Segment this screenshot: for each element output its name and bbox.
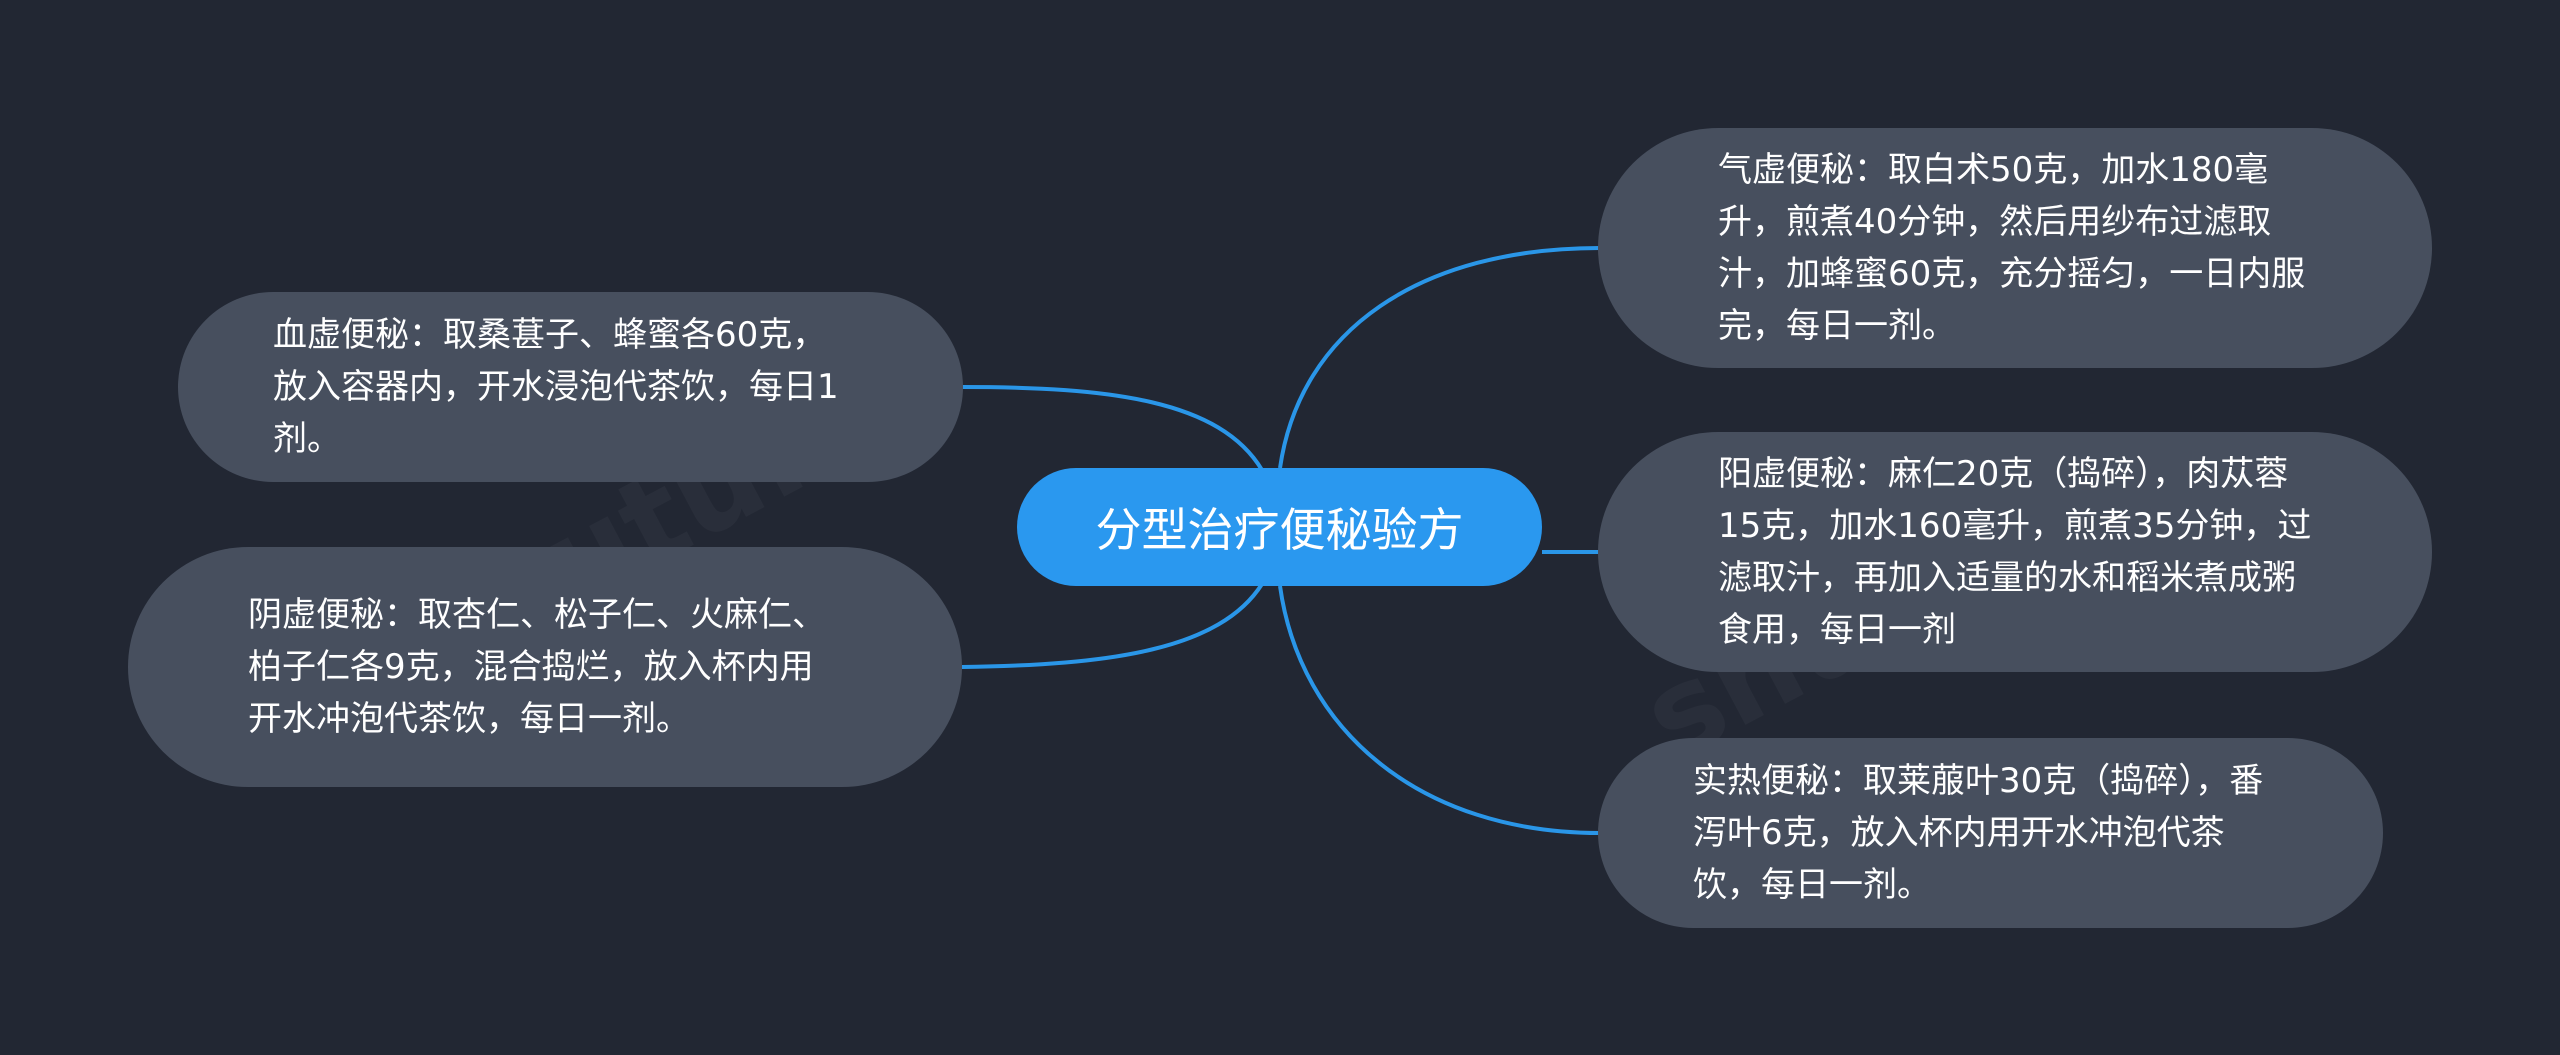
topic-text: 实热便秘：取莱菔叶30克（捣碎），番泻叶6克，放入杯内用开水冲泡代茶饮，每日一剂… [1693,761,2264,905]
topic-yangxu-constipation[interactable]: 阳虚便秘：麻仁20克（捣碎），肉苁蓉15克，加水160毫升，煎煮35分钟，过滤取… [1598,432,2432,672]
link-qixu [1278,246,1601,469]
root-topic-label: 分型治疗便秘验方 [1095,503,1464,557]
topic-text: 气虚便秘：取白术50克，加水180毫升，煎煮40分钟，然后用纱布过滤取汁，加蜂蜜… [1718,150,2306,346]
topic-xuexu-constipation[interactable]: 血虚便秘：取桑葚子、蜂蜜各60克，放入容器内，开水浸泡代茶饮，每日1剂。 [178,292,963,482]
topic-qixu-constipation[interactable]: 气虚便秘：取白术50克，加水180毫升，煎煮40分钟，然后用纱布过滤取汁，加蜂蜜… [1598,128,2432,368]
topic-text: 血虚便秘：取桑葚子、蜂蜜各60克，放入容器内，开水浸泡代茶饮，每日1剂。 [273,315,839,459]
topic-text: 阳虚便秘：麻仁20克（捣碎），肉苁蓉15克，加水160毫升，煎煮35分钟，过滤取… [1718,454,2312,650]
root-topic[interactable]: 分型治疗便秘验方 [1017,468,1542,586]
topic-shire-constipation[interactable]: 实热便秘：取莱菔叶30克（捣碎），番泻叶6克，放入杯内用开水冲泡代茶饮，每日一剂… [1598,738,2383,928]
topic-text: 阴虚便秘：取杏仁、松子仁、火麻仁、柏子仁各9克，混合捣烂，放入杯内用开水冲泡代茶… [248,595,826,739]
link-shire [1278,585,1601,835]
link-xuexu [961,385,1264,472]
link-yinxu [961,582,1264,669]
topic-yinxu-constipation[interactable]: 阴虚便秘：取杏仁、松子仁、火麻仁、柏子仁各9克，混合捣烂，放入杯内用开水冲泡代茶… [128,547,962,787]
